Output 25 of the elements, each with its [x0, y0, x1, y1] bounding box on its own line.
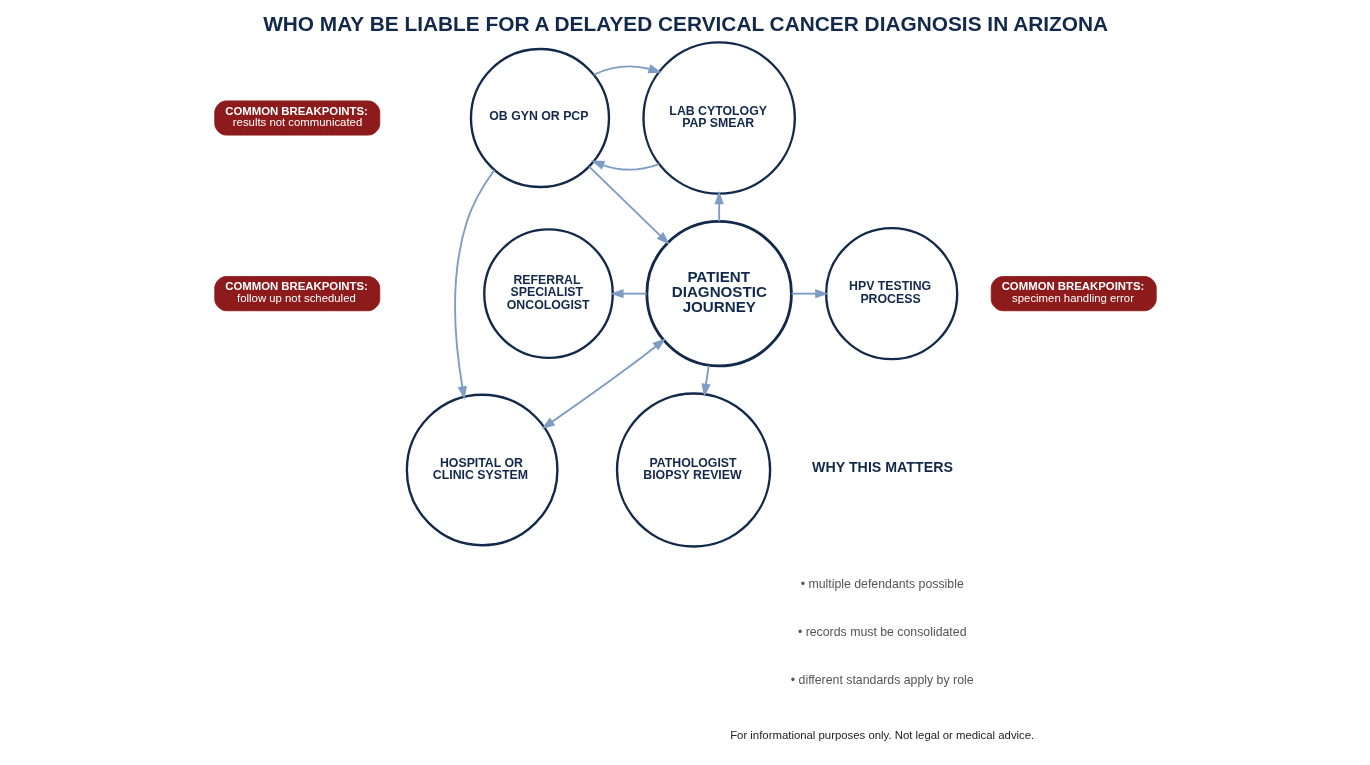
arrow — [790, 289, 828, 299]
arrow — [587, 165, 670, 245]
node-circle: PATIENT DIAGNOSTIC JOURNEY — [644, 219, 793, 368]
node-circle: OB GYN OR PCP — [469, 47, 610, 189]
label: • records must be consolidated — [797, 624, 967, 639]
arrow — [453, 169, 495, 400]
node-circle: REFERRAL SPECIALIST ONCOLOGIST — [482, 228, 614, 360]
arrow — [714, 191, 724, 222]
arrow — [592, 64, 662, 76]
label: For informational purposes only. Not legal or medical advice. — [729, 728, 1034, 741]
arrow — [541, 338, 666, 429]
arrow — [609, 289, 648, 299]
arrow — [700, 364, 711, 397]
label: • different standards apply by role — [790, 673, 974, 688]
node-circle: PATHOLOGIST BIOPSY REVIEW — [615, 392, 771, 548]
node-box: COMMON BREAKPOINTS: follow up not scheduled — [213, 276, 380, 312]
node-circle: HOSPITAL OR CLINIC SYSTEM — [405, 393, 559, 547]
label: • multiple defendants possible — [800, 576, 964, 591]
node-circle: HPV TESTING PROCESS — [824, 226, 958, 361]
label: WHY THIS MATTERS — [811, 459, 953, 476]
node-box: COMMON BREAKPOINTS: results not communicated — [213, 100, 380, 136]
node-box: COMMON BREAKPOINTS: specimen handling error — [990, 276, 1157, 312]
diagram-title: WHO MAY BE LIABLE FOR A DELAYED CERVICAL CANCER DIAGNOSIS IN ARIZONA — [262, 12, 1108, 36]
node-circle: LAB CYTOLOGY PAP SMEAR — [641, 41, 796, 195]
arrow — [590, 160, 660, 171]
